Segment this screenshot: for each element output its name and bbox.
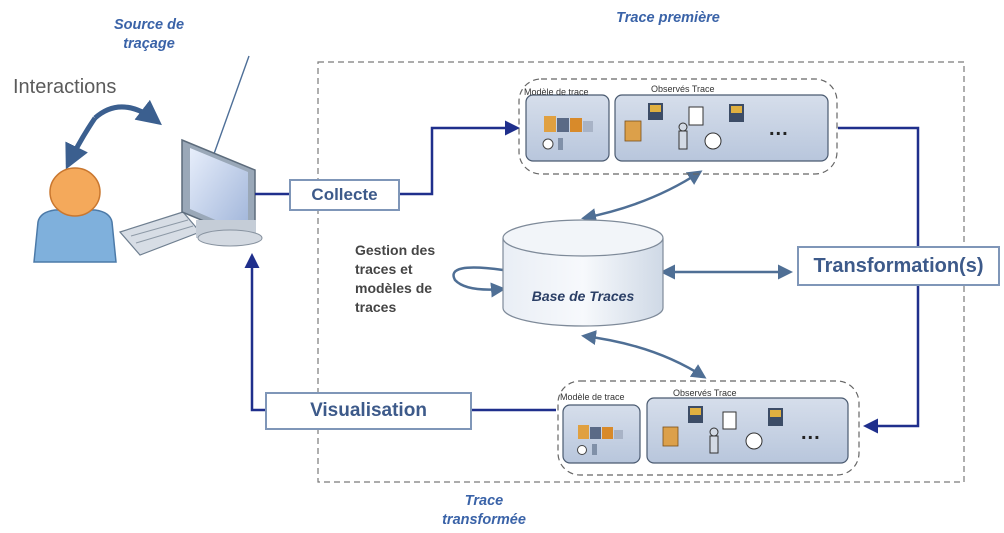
visualisation-arrow bbox=[244, 253, 265, 412]
collecte-arrow bbox=[399, 120, 520, 196]
source-label: Source de traçage bbox=[113, 17, 185, 52]
base-de-traces-cylinder bbox=[502, 219, 664, 327]
base-to-premiere-arrow bbox=[581, 170, 703, 224]
trace-premiere-label: Trace première bbox=[616, 10, 720, 26]
interactions-label: Interactions bbox=[13, 76, 117, 98]
bottom-modele-label: Modèle de trace bbox=[560, 392, 625, 402]
visualisation-box: Visualisation bbox=[265, 392, 472, 430]
bottom-observes-label: Observés Trace bbox=[673, 388, 737, 398]
user-icon bbox=[33, 167, 117, 263]
trace-transformee-label: Trace transformée bbox=[442, 493, 526, 528]
gestion-label: Gestion des traces et modèles de traces bbox=[355, 242, 436, 315]
keyboard-icon bbox=[118, 211, 202, 256]
trace-transformee-group bbox=[557, 380, 860, 476]
base-de-traces-label: Base de Traces bbox=[531, 288, 635, 304]
transformation-box: Transformation(s) bbox=[797, 246, 1000, 286]
bottom-more-indicator: ... bbox=[801, 422, 821, 444]
interaction-arrow-right bbox=[93, 99, 162, 126]
interaction-arrow-left bbox=[65, 116, 98, 170]
top-more-indicator: ... bbox=[769, 118, 789, 140]
top-observes-label: Observés Trace bbox=[651, 84, 715, 94]
collecte-box: Collecte bbox=[289, 179, 400, 211]
trace-premiere-group bbox=[518, 78, 838, 175]
top-modele-label: Modèle de trace bbox=[524, 87, 589, 97]
base-to-transformee-arrow bbox=[581, 330, 707, 379]
source-pointer-line bbox=[209, 55, 250, 166]
gestion-loop-arrow bbox=[452, 266, 506, 298]
monitor-icon bbox=[181, 138, 263, 247]
